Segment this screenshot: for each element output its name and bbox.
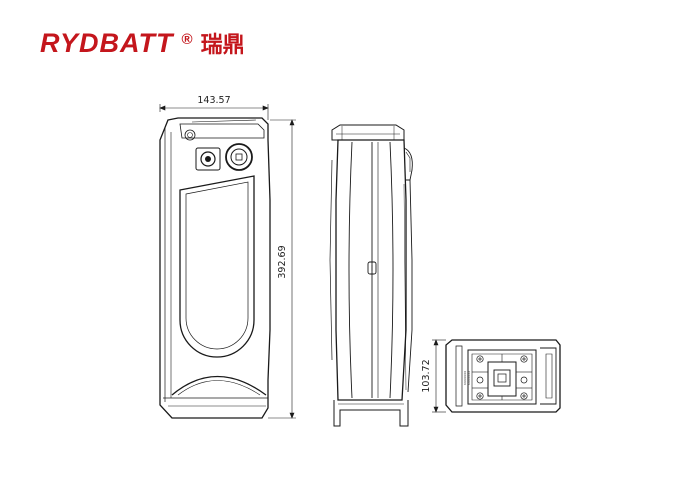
side-view-groove-left: [348, 141, 353, 399]
bottom-view-center-connector: [487, 361, 517, 397]
side-view-groove-right: [389, 141, 394, 399]
brand-logo: RYDBATT ® 瑞鼎: [40, 26, 245, 60]
bottom-view-label-line2: XXXXXXX: [467, 371, 471, 385]
front-view-window-outer: [179, 175, 255, 358]
bottom-view-screws: [476, 355, 528, 400]
front-view-top-cap-line: [191, 119, 257, 123]
bottom-view-plate: [467, 349, 537, 405]
front-view-base-arc-inner: [177, 380, 261, 396]
registered-mark: ®: [181, 30, 193, 48]
brand-name: RYDBATT: [40, 27, 174, 58]
depth-dimension-label: 103.72: [421, 359, 432, 392]
width-dimension: [159, 104, 269, 120]
depth-dimension: [432, 339, 446, 413]
front-view-top-circle: [184, 129, 196, 141]
side-view: [329, 124, 413, 427]
front-view-top-cap: [179, 123, 265, 139]
side-view-handle: [403, 147, 413, 181]
front-view-base-arc: [171, 376, 267, 396]
front-view-window-inner: [185, 181, 249, 350]
front-view-connector-hole: [200, 151, 216, 167]
height-dimension-label: 392.69: [277, 245, 288, 278]
bottom-view: [445, 339, 561, 413]
front-view: [159, 117, 271, 419]
side-view-outline: [335, 139, 407, 401]
width-dimension-label: 143.57: [197, 95, 230, 106]
side-view-top-cap: [331, 124, 405, 141]
bottom-view-right-ear: [540, 347, 557, 405]
brand-chinese-name: 瑞鼎: [200, 33, 245, 58]
bottom-view-outline: [445, 339, 561, 413]
height-dimension: [268, 119, 296, 419]
side-view-slot: [367, 261, 377, 275]
front-view-connector-socket: [195, 147, 221, 171]
side-view-bottom-bracket: [333, 400, 409, 427]
front-view-key-lock: [225, 143, 253, 171]
front-view-outline: [159, 117, 271, 419]
bottom-view-left-ear: [455, 345, 463, 407]
bottom-view-label-line1: XXXXXXX: [463, 371, 467, 385]
